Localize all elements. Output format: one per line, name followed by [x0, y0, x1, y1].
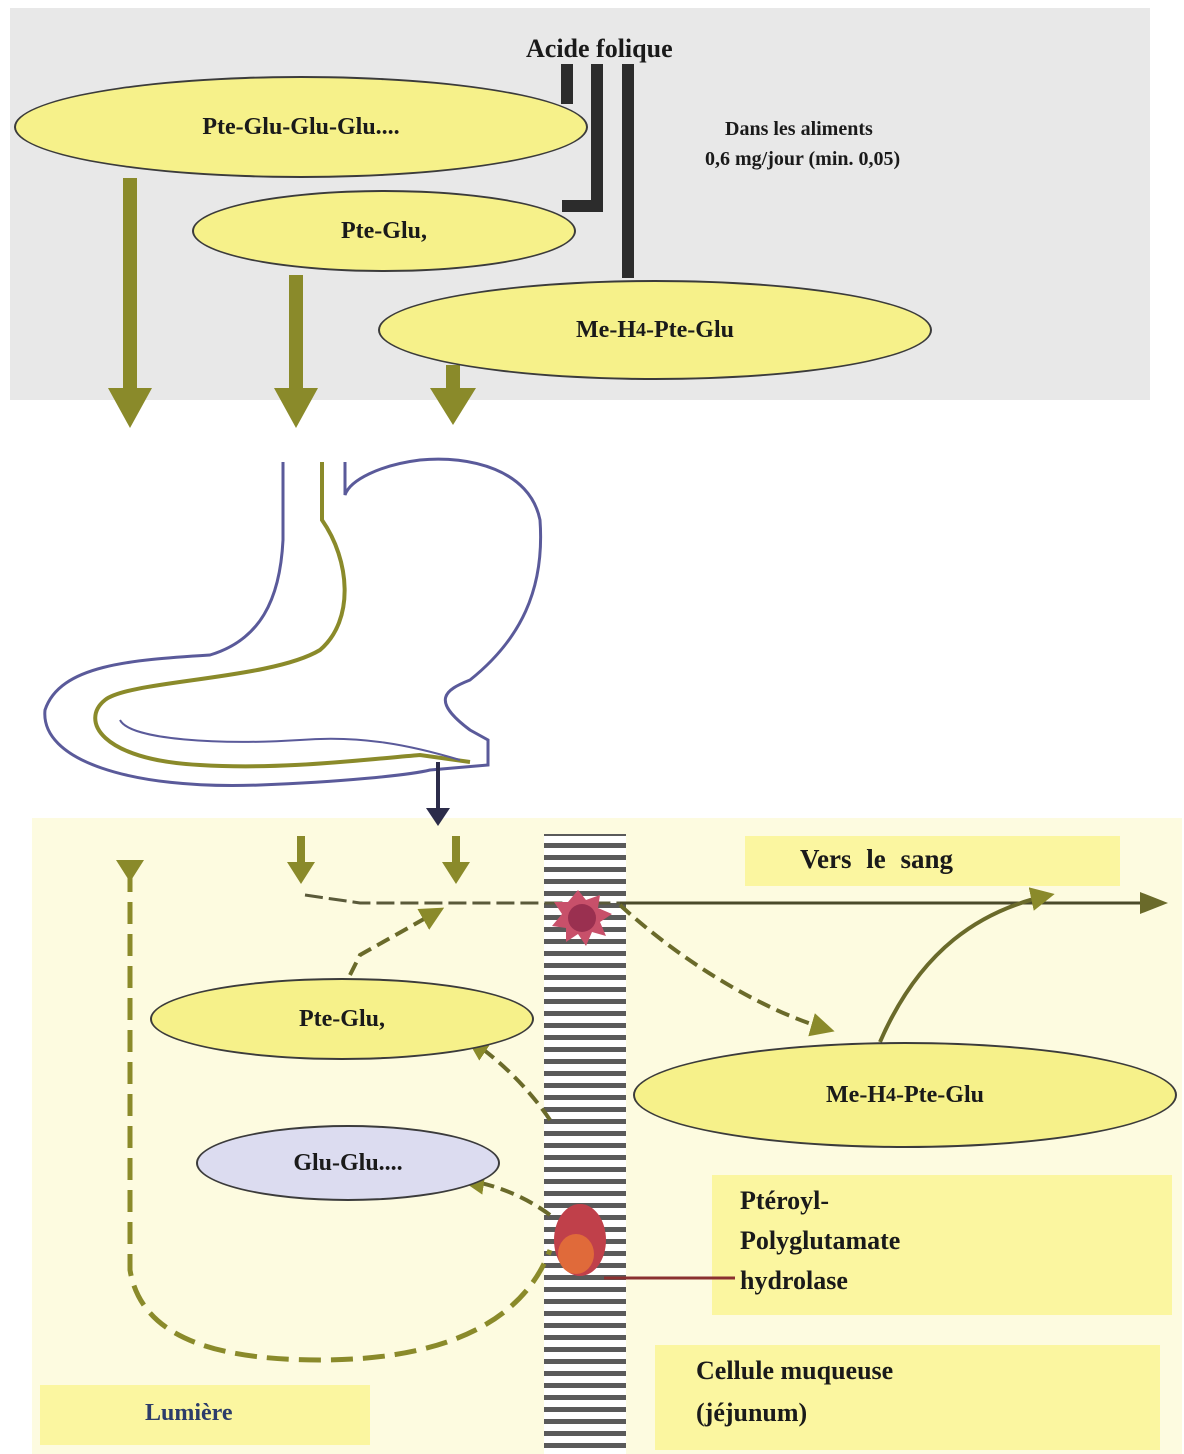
ellipse-pteroyl-glutamate-bottom: Pte-Glu,: [150, 978, 534, 1060]
ellipse-pteroyl-polyglutamate: Pte-Glu-Glu-Glu....: [14, 76, 588, 178]
enzyme-label-line-3: hydrolase: [740, 1266, 848, 1296]
methyl-thf-bottom-suffix: -Pte-Glu: [896, 1082, 984, 1109]
blood-label: Vers le sang: [800, 844, 953, 875]
cell-label-line-2: (jéjunum): [696, 1398, 807, 1428]
cell-label-line-1: Cellule muqueuse: [696, 1356, 893, 1386]
note-line-1: Dans les aliments: [725, 118, 873, 141]
ellipse-glutamate-chain: Glu-Glu....: [196, 1125, 500, 1201]
lumen-label: Lumière: [145, 1400, 233, 1427]
folic-acid-connectors: [561, 64, 634, 278]
methyl-thf-top-subscript: 4: [636, 319, 646, 342]
ellipse-pteroyl-glutamate-top: Pte-Glu,: [192, 190, 576, 272]
source-label: Acide folique: [526, 34, 673, 64]
lumen-loop-dashed: [130, 870, 550, 1360]
enzyme-label-line-2: Polyglutamate: [740, 1226, 900, 1256]
stomach-drawing: [45, 459, 541, 826]
methyl-thf-bottom-subscript: 4: [886, 1084, 896, 1107]
note-line-2: 0,6 mg/jour (min. 0,05): [705, 148, 900, 171]
methyl-thf-bottom-prefix: Me-H: [826, 1082, 886, 1109]
enzyme-label-line-1: Ptéroyl-: [740, 1186, 829, 1216]
methyl-thf-top-suffix: -Pte-Glu: [646, 317, 734, 344]
enzyme-blob: [554, 1204, 735, 1278]
methyl-thf-top-prefix: Me-H: [576, 317, 636, 344]
